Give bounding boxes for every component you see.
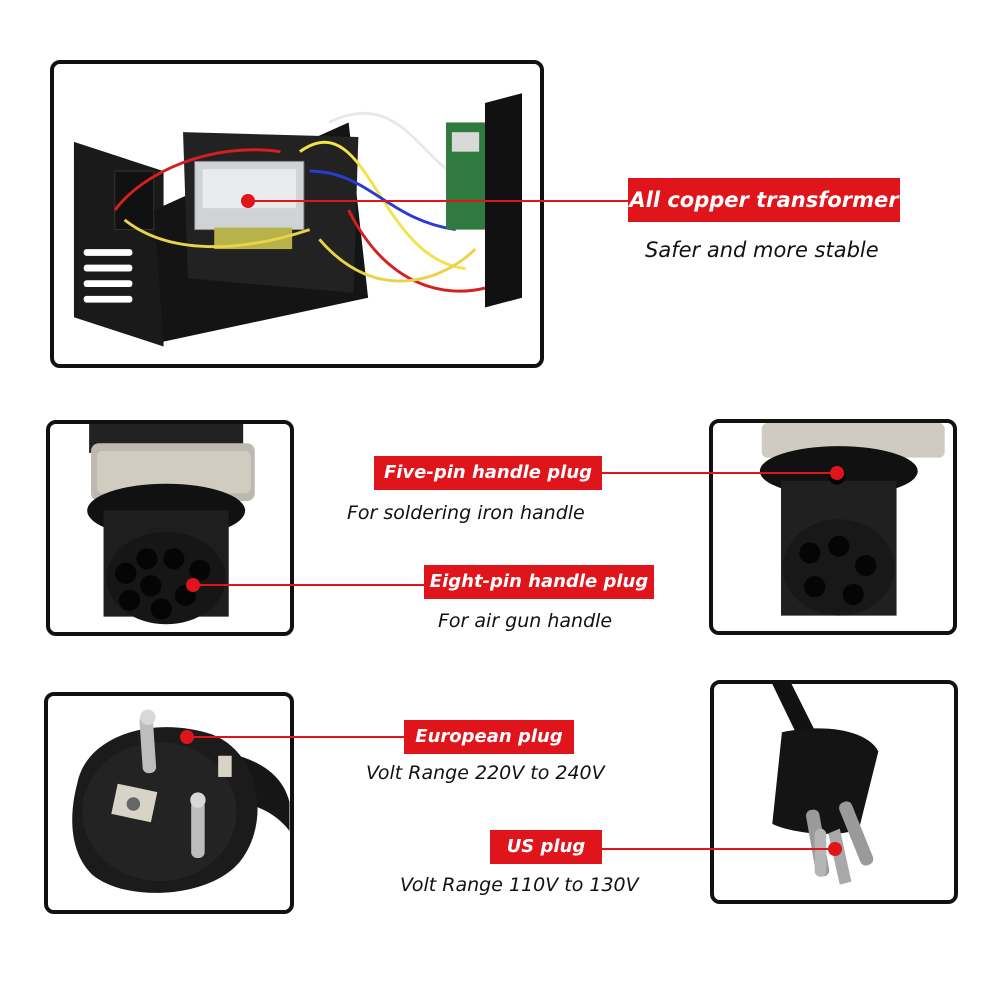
eight-pin-caption: For air gun handle bbox=[438, 610, 613, 632]
eight-pin-pointer-line bbox=[192, 584, 428, 586]
eight-pin-label: Eight-pin handle plug bbox=[424, 565, 654, 599]
eight-pin-pointer-dot bbox=[186, 578, 200, 592]
transformer-caption: Safer and more stable bbox=[645, 238, 879, 262]
eight-pin-plug-photo bbox=[50, 424, 290, 632]
five-pin-caption: For soldering iron handle bbox=[347, 502, 585, 524]
us-plug-photo bbox=[714, 684, 954, 900]
european-plug-caption: Volt Range 220V to 240V bbox=[366, 762, 605, 784]
us-plug-label: US plug bbox=[490, 830, 602, 864]
five-pin-pointer-dot bbox=[830, 466, 844, 480]
five-pin-pointer-line bbox=[600, 472, 836, 474]
european-plug-label: European plug bbox=[404, 720, 574, 754]
eight-pin-plug-photo-frame bbox=[46, 420, 294, 636]
five-pin-plug-photo bbox=[713, 423, 953, 631]
european-plug-photo bbox=[48, 696, 290, 910]
five-pin-plug-photo-frame bbox=[709, 419, 957, 635]
transformer-label: All copper transformer bbox=[628, 178, 900, 222]
us-plug-caption: Volt Range 110V to 130V bbox=[400, 874, 639, 896]
five-pin-label: Five-pin handle plug bbox=[374, 456, 602, 490]
transformer-photo-frame bbox=[50, 60, 544, 368]
transformer-pointer-line bbox=[248, 200, 628, 202]
us-plug-pointer-line bbox=[600, 848, 834, 850]
transformer-pointer-dot bbox=[241, 194, 255, 208]
us-plug-photo-frame bbox=[710, 680, 958, 904]
european-plug-pointer-dot bbox=[180, 730, 194, 744]
transformer-photo bbox=[56, 64, 538, 364]
european-plug-photo-frame bbox=[44, 692, 294, 914]
european-plug-pointer-line bbox=[186, 736, 408, 738]
us-plug-pointer-dot bbox=[828, 842, 842, 856]
